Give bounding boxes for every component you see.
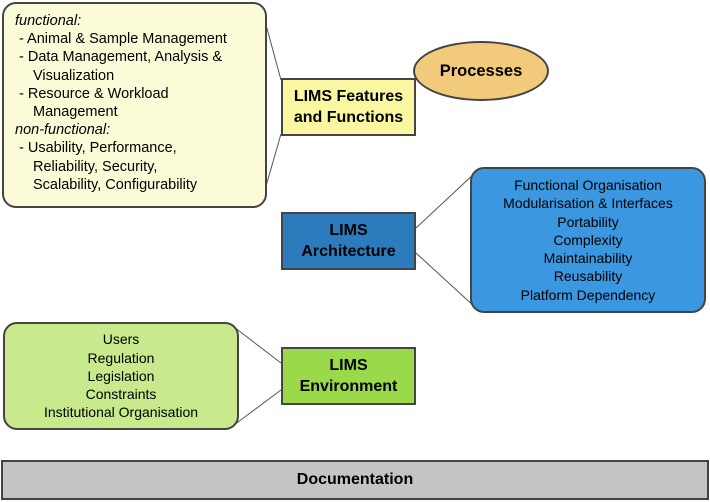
- functional-label: functional:: [15, 13, 82, 29]
- architecture-item: Portability: [557, 213, 619, 230]
- environment-item: Institutional Organisation: [43, 404, 199, 421]
- nonfunctional-item: - Usability, Performance,: [19, 140, 177, 157]
- environment-item: Users: [102, 331, 140, 348]
- environment-item: Regulation: [87, 349, 155, 366]
- nonfunctional-item-continued: Scalability, Configurability: [33, 176, 198, 193]
- processes-label: Processes: [439, 61, 523, 80]
- architecture-item: Platform Dependency: [520, 286, 656, 303]
- environment-item: Constraints: [85, 386, 157, 403]
- functional-item-continued: Visualization: [33, 67, 115, 84]
- functional-item: - Animal & Sample Management: [19, 31, 227, 48]
- architecture-detail-box: Functional Organisation Modularisation &…: [470, 167, 706, 313]
- architecture-title-line2: Architecture: [301, 243, 396, 260]
- lims-features-box: LIMS Features and Functions: [281, 78, 416, 136]
- functional-item-continued: Management: [33, 104, 118, 121]
- architecture-item: Functional Organisation: [514, 177, 662, 194]
- functional-item: - Data Management, Analysis &: [19, 49, 223, 66]
- environment-detail-box: Users Regulation Legislation Constraints…: [3, 322, 239, 430]
- environment-title-line2: Environment: [299, 378, 398, 395]
- environment-item: Legislation: [87, 367, 155, 384]
- connector-environment-bottom: [233, 389, 282, 426]
- connector-architecture-top: [415, 171, 477, 229]
- nonfunctional-item-continued: Reliability, Security,: [33, 158, 158, 175]
- functional-item: - Resource & Workload: [19, 85, 169, 102]
- documentation-bar: Documentation: [1, 460, 709, 500]
- architecture-item: Maintainability: [543, 250, 633, 267]
- lims-architecture-box: LIMS Architecture: [281, 212, 416, 270]
- architecture-title-line1: LIMS: [329, 222, 368, 239]
- features-title-line2: and Functions: [293, 109, 404, 126]
- features-detail-box: functional: - Animal & Sample Management…: [2, 2, 267, 208]
- architecture-item: Complexity: [553, 231, 623, 248]
- architecture-item: Reusability: [553, 268, 623, 285]
- connector-environment-top: [233, 326, 282, 364]
- architecture-item: Modularisation & Interfaces: [503, 195, 673, 212]
- nonfunctional-label: non-functional:: [15, 122, 111, 139]
- documentation-label: Documentation: [296, 471, 414, 488]
- processes-ellipse: Processes: [413, 41, 549, 101]
- features-title-line1: LIMS Features: [293, 88, 404, 105]
- connector-architecture-bottom: [415, 252, 477, 309]
- environment-title-line1: LIMS: [329, 357, 368, 374]
- lims-environment-box: LIMS Environment: [281, 347, 416, 405]
